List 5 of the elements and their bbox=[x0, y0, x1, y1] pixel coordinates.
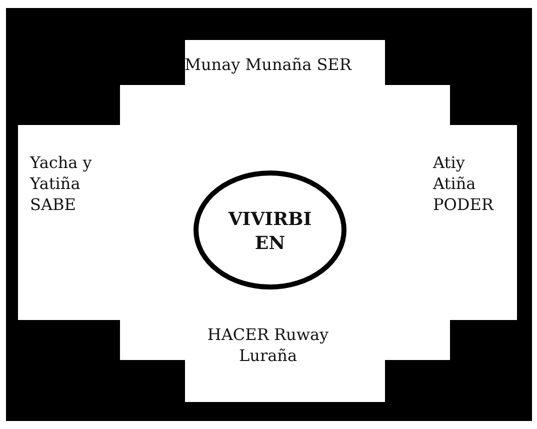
arm-label: HACER Ruway Luraña bbox=[206, 324, 330, 366]
arm-label: Yacha y Yatiña SABE bbox=[30, 152, 93, 215]
center-label: VIVIRBI EN bbox=[227, 208, 313, 256]
arm-label: Munay Munaña SER bbox=[184, 54, 353, 75]
arm-label: Atiy Atiña PODER bbox=[433, 152, 495, 215]
